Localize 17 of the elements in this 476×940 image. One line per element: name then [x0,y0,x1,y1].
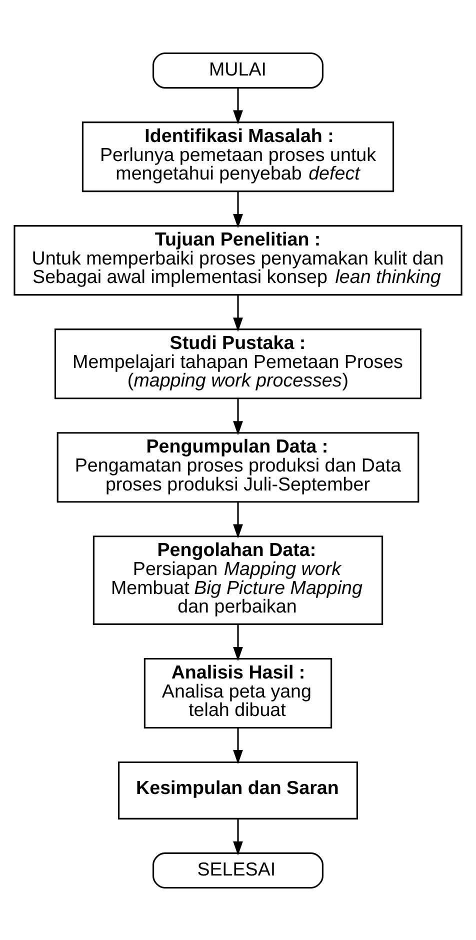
node-box: Studi Pustaka : Mempelajari tahapan Pemetaan Proses (mapping work processes) [54,328,422,399]
arrow [233,501,243,538]
arrow [233,624,243,661]
node-box: Tujuan Penelitian : Untuk memperbaiki proses penyamakan kulit dan Sebagai awal implementasi konsep lean thinking [14,224,462,296]
node-box: Analisis Hasil : Analisa peta yang telah dibuat [144,657,332,728]
arrow [233,191,243,228]
arrow [233,818,243,855]
node-box: MULAI [152,52,324,88]
node-box: Kesimpulan dan Saran [118,760,358,819]
arrow [233,398,243,435]
node-box: Pengolahan Data: Persiapan Mapping work Membuat Big Picture Mapping dan perbaikan [92,535,384,624]
arrow [233,294,243,332]
node-box: Pengumpulan Data : Pengamatan proses produksi dan Data proses produksi Juli-September [56,432,420,502]
node-box: Identifikasi Masalah : Perlunya pemetaan proses untuk mengetahui penyebab defect [82,121,394,192]
node-box: SELESAI [152,852,324,888]
arrow [233,88,243,124]
arrow [233,728,243,764]
